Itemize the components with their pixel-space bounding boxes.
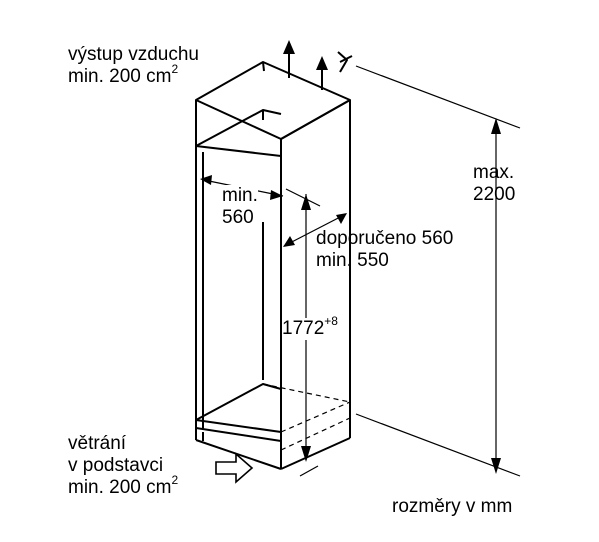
niche-height-label: 1772+8	[282, 313, 338, 340]
tilt-symbol-icon	[337, 51, 353, 73]
niche-cabinet-outline	[195, 61, 351, 470]
base-vent-label: větrání v podstavci min. 200 cm2	[68, 433, 179, 498]
units-note: rozměry v mm	[392, 496, 513, 517]
depth-dimension	[283, 213, 347, 247]
base-vent-arrow	[215, 452, 254, 484]
max-height-dimension	[355, 65, 521, 477]
min-width-label: min. 560	[222, 185, 258, 229]
air-outlet-arrows	[283, 40, 328, 90]
max-height-label: max. 2200	[473, 162, 516, 205]
depth-label: doporučeno 560 min. 550	[316, 228, 454, 271]
air-outlet-label: výstup vzduchu min. 200 cm2	[68, 44, 199, 87]
hidden-floor-dashed	[262, 383, 351, 451]
